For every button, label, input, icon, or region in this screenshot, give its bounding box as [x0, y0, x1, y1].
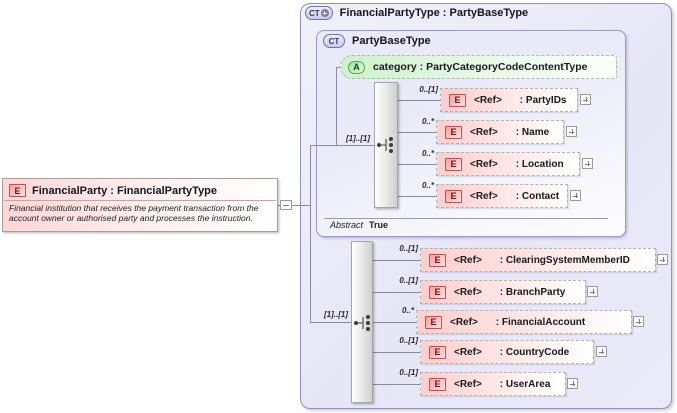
element-icon: E — [429, 253, 446, 267]
cardinality-label: 0..[1] — [399, 244, 418, 253]
sequence-cardinality: [1]..[1] — [346, 134, 370, 143]
abstract-label: Abstract — [330, 220, 364, 230]
connector-line — [398, 100, 440, 101]
complextype-icon: CT — [323, 34, 345, 48]
expand-icon[interactable] — [570, 190, 581, 201]
connector-line — [310, 145, 311, 323]
element-name: : BranchParty — [499, 286, 566, 298]
attribute-icon: A — [348, 60, 365, 74]
connector-line — [373, 322, 416, 323]
cardinality-label: 0..* — [401, 306, 414, 315]
expand-icon[interactable] — [582, 158, 593, 169]
element-icon: E — [9, 184, 26, 197]
element-name: : FinancialAccount — [495, 316, 586, 328]
element-box-name[interactable]: E <Ref> : Name — [436, 120, 564, 144]
element-box-countrycode[interactable]: E <Ref> : CountryCode — [420, 340, 594, 364]
cardinality-label: 0..* — [421, 149, 434, 158]
element-box-branchparty[interactable]: E <Ref> : BranchParty — [420, 280, 586, 304]
complextype-derived-icon: CT — [305, 6, 333, 20]
connector-line — [310, 322, 351, 323]
element-box-financialparty[interactable]: E FinancialParty : FinancialPartyType Fi… — [2, 178, 278, 232]
abstract-value: True — [369, 220, 389, 230]
element-box-contact[interactable]: E <Ref> : Contact — [436, 184, 568, 208]
element-box-userarea[interactable]: E <Ref> : UserArea — [420, 372, 566, 396]
abstract-separator — [324, 218, 608, 219]
connector-line — [398, 164, 436, 165]
element-ref-label: <Ref> — [450, 316, 478, 328]
element-ref-label: <Ref> — [454, 254, 482, 266]
root-element-header: E FinancialParty : FinancialPartyType — [3, 179, 277, 200]
element-icon: E — [445, 125, 462, 139]
expand-icon[interactable] — [657, 254, 668, 265]
cardinality-label: 0..* — [421, 117, 434, 126]
element-ref-label: <Ref> — [454, 378, 482, 390]
complextype-header-partybasetype[interactable]: CT PartyBaseType — [323, 34, 431, 48]
element-box-clearingsystemmemberid[interactable]: E <Ref> : ClearingSystemMemberID — [420, 248, 656, 272]
element-box-financialaccount[interactable]: E <Ref> : FinancialAccount — [416, 310, 632, 334]
element-name: : ClearingSystemMemberID — [499, 254, 630, 266]
connector-line — [373, 292, 420, 293]
expand-icon[interactable] — [580, 94, 591, 105]
element-ref-label: <Ref> — [470, 158, 498, 170]
connector-line — [398, 132, 436, 133]
element-icon: E — [449, 93, 466, 107]
derived-plus-icon — [320, 9, 329, 17]
element-ref-label: <Ref> — [474, 94, 502, 106]
element-icon: E — [425, 315, 442, 329]
basetype-title: PartyBaseType — [352, 35, 431, 47]
connector-line — [398, 196, 436, 197]
expand-icon[interactable] — [633, 316, 644, 327]
element-name: : UserArea — [499, 378, 551, 390]
element-icon: E — [429, 377, 446, 391]
cardinality-label: 0..[1] — [399, 276, 418, 285]
element-icon: E — [445, 157, 462, 171]
element-name: : Name — [515, 126, 550, 138]
element-name: : Location — [515, 158, 564, 170]
connector-line — [373, 384, 420, 385]
sequence-compositor-extension[interactable] — [351, 241, 373, 403]
sequence-icon — [354, 315, 370, 331]
connector-line — [373, 260, 420, 261]
connector-line — [310, 145, 374, 146]
cardinality-label: 0..[1] — [399, 368, 418, 377]
element-ref-label: <Ref> — [454, 286, 482, 298]
connector-line — [336, 67, 337, 145]
element-ref-label: <Ref> — [470, 190, 498, 202]
title-separator — [4, 200, 276, 201]
element-name: : PartyIDs — [519, 94, 567, 106]
cardinality-label: 0..* — [421, 181, 434, 190]
element-icon: E — [429, 285, 446, 299]
expand-icon[interactable] — [567, 378, 578, 389]
root-element-description: Financial institution that receives the … — [9, 203, 259, 223]
element-name: : CountryCode — [499, 346, 570, 358]
element-box-location[interactable]: E <Ref> : Location — [436, 152, 580, 176]
element-box-partyids[interactable]: E <Ref> : PartyIDs — [440, 88, 578, 112]
complextype-title: FinancialPartyType : PartyBaseType — [339, 7, 529, 19]
element-icon: E — [429, 345, 446, 359]
connector-line — [336, 67, 341, 68]
cardinality-label: 0..[1] — [399, 336, 418, 345]
sequence-compositor-base[interactable] — [374, 82, 398, 208]
sequence-icon — [377, 137, 393, 153]
root-element-title: FinancialParty : FinancialPartyType — [32, 184, 218, 197]
cardinality-label: 0..[1] — [419, 85, 438, 94]
connector-line — [278, 205, 310, 206]
connector-line — [373, 352, 420, 353]
attribute-label: category : PartyCategoryCodeContentType — [373, 61, 588, 73]
expand-icon[interactable] — [566, 126, 577, 137]
expand-icon[interactable] — [587, 286, 598, 297]
element-icon: E — [445, 189, 462, 203]
collapse-icon[interactable] — [280, 200, 292, 210]
sequence-cardinality: [1]..[1] — [324, 310, 348, 319]
element-ref-label: <Ref> — [454, 346, 482, 358]
attribute-box-category[interactable]: A category : PartyCategoryCodeContentTyp… — [340, 55, 617, 79]
element-ref-label: <Ref> — [470, 126, 498, 138]
expand-icon[interactable] — [596, 346, 607, 357]
complextype-header-financialpartytype[interactable]: CT FinancialPartyType : PartyBaseType — [305, 6, 528, 20]
element-name: : Contact — [515, 190, 560, 202]
